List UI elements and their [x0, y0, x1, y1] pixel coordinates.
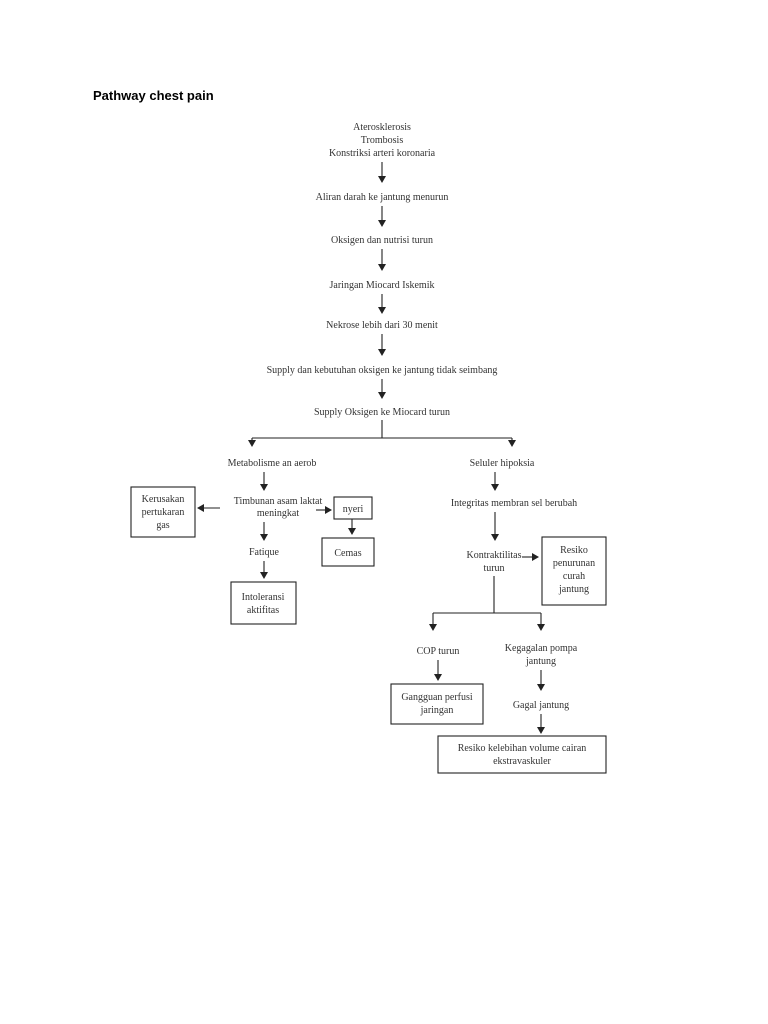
- box-kelebihan: [437, 735, 607, 774]
- node-gangguan: Gangguan perfusi: [401, 692, 473, 703]
- node-oksigen-nutrisi: Oksigen dan nutrisi turun: [331, 235, 433, 246]
- node-kerusakan-3: gas: [156, 520, 169, 531]
- page-title: Pathway chest pain: [93, 88, 214, 103]
- box-kerusakan: [130, 486, 196, 538]
- node-kontraktilitas-2: turun: [483, 563, 504, 574]
- node-intoleransi: Intoleransi: [242, 592, 285, 603]
- node-kelebihan: Resiko kelebihan volume cairan: [458, 743, 587, 754]
- node-metabolisme: Metabolisme an aerob: [228, 458, 317, 469]
- box-cemas: [321, 537, 375, 567]
- box-intoleransi: [230, 581, 297, 625]
- node-seluler: Seluler hipoksia: [470, 458, 535, 469]
- node-gagal: Gagal jantung: [513, 700, 569, 711]
- node-cop: COP turun: [417, 646, 460, 657]
- node-nekrose: Nekrose lebih dari 30 menit: [326, 320, 438, 331]
- node-resiko-2: penurunan: [553, 558, 595, 569]
- node-supply-oksigen: Supply Oksigen ke Miocard turun: [314, 407, 450, 418]
- node-jaringan-iskemik: Jaringan Miocard Iskemik: [330, 280, 435, 291]
- node-resiko-3: curah: [563, 571, 585, 582]
- node-kontraktilitas: Kontraktilitas: [467, 550, 522, 561]
- node-intoleransi-2: aktifitas: [247, 605, 279, 616]
- node-integritas: Integritas membran sel berubah: [451, 498, 577, 509]
- node-aterosklerosis: Aterosklerosis: [353, 122, 411, 133]
- node-kerusakan: Kerusakan: [142, 494, 185, 505]
- node-resiko: Resiko: [560, 545, 588, 556]
- box-nyeri: [333, 496, 373, 520]
- node-cemas: Cemas: [334, 548, 361, 559]
- node-supply-kebutuhan: Supply dan kebutuhan oksigen ke jantung …: [267, 365, 498, 376]
- node-kelebihan-2: ekstravaskuler: [493, 756, 551, 767]
- node-fatique: Fatique: [249, 547, 280, 558]
- node-trombosis: Trombosis: [361, 135, 404, 146]
- box-resiko-curah: [541, 536, 607, 606]
- node-kerusakan-2: pertukaran: [142, 507, 185, 518]
- node-kegagalan: Kegagalan pompa: [505, 643, 578, 654]
- node-resiko-4: jantung: [558, 584, 589, 595]
- node-nyeri: nyeri: [343, 504, 364, 515]
- node-konstriksi: Konstriksi arteri koronaria: [329, 148, 436, 159]
- node-aliran-darah: Aliran darah ke jantung menurun: [316, 192, 449, 203]
- box-gangguan: [390, 683, 484, 725]
- node-timbunan-2: meningkat: [257, 508, 299, 519]
- node-gangguan-2: jaringan: [420, 705, 454, 716]
- node-kegagalan-2: jantung: [525, 656, 556, 667]
- node-timbunan: Timbunan asam laktat: [234, 496, 323, 507]
